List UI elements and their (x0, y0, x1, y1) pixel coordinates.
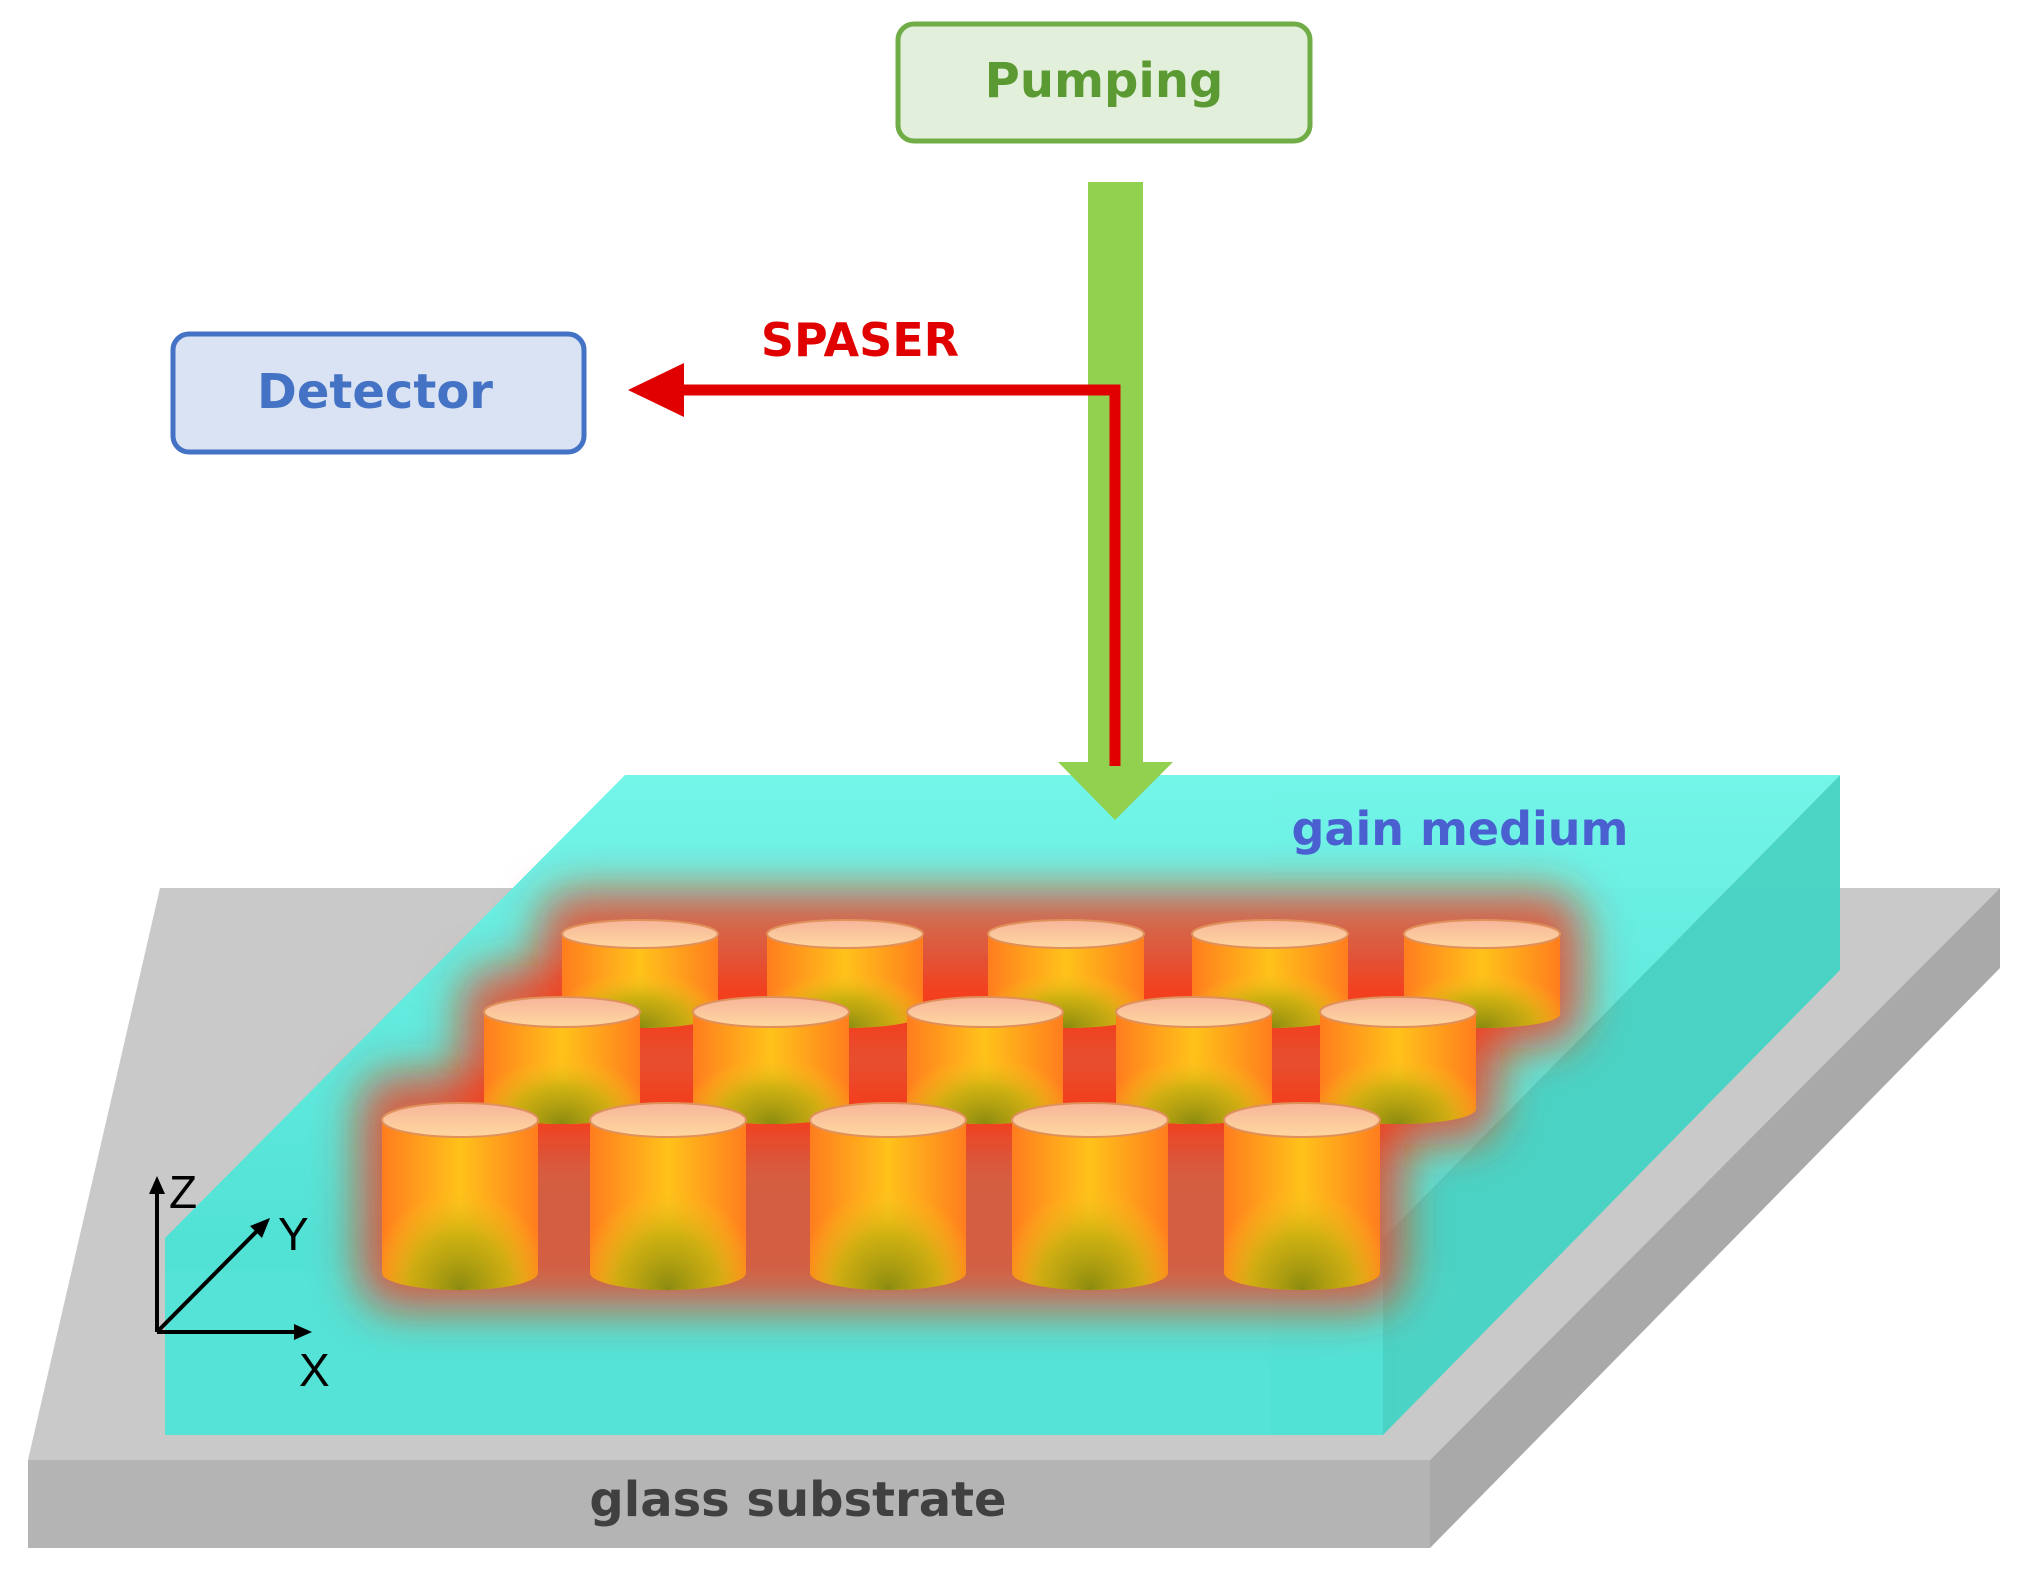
gain-medium-label: gain medium (1291, 802, 1628, 856)
pumping-label: Pumping (985, 53, 1224, 109)
spaser-arrowhead (628, 363, 684, 417)
nanodisk-core (484, 1012, 640, 1124)
nanodisk-top (483, 996, 641, 1028)
coordinate-axes (149, 1176, 312, 1340)
x-axis-arrowhead (294, 1324, 312, 1340)
spaser-beam: SPASER (628, 313, 1121, 766)
nanodisk (1011, 1102, 1169, 1290)
nanodisk-top (1319, 996, 1477, 1028)
y-axis (155, 1228, 260, 1334)
pumping-box: Pumping (895, 21, 1313, 144)
substrate-front-face (28, 1460, 1430, 1548)
y-axis-arrowhead (250, 1218, 270, 1238)
nanodisk-core (1012, 1120, 1168, 1290)
nanodisk-core (1224, 1120, 1380, 1290)
nanodisk (1115, 996, 1273, 1124)
nanodisk-top (766, 919, 924, 949)
z-axis-label: Z (169, 1166, 197, 1218)
glass-substrate-label: glass substrate (589, 1472, 1006, 1528)
nanodisk (483, 996, 641, 1124)
detector-label: Detector (257, 364, 493, 420)
gain-medium-right-face (1383, 775, 1840, 1435)
nanodisk (1223, 1102, 1381, 1290)
nanodisk (809, 1102, 967, 1290)
nanodisk (589, 1102, 747, 1290)
spaser-label: SPASER (761, 313, 959, 367)
nanodisk (906, 996, 1064, 1124)
nanodisk-core (693, 1012, 849, 1124)
nanodisk-core (590, 1120, 746, 1290)
nanodisk-core (810, 1120, 966, 1290)
nanodisk-top (987, 919, 1145, 949)
pumping-arrowhead (1058, 762, 1173, 820)
nanodisk-top (589, 1102, 747, 1138)
nanodisk-top (1115, 996, 1273, 1028)
nanodisk (692, 996, 850, 1124)
nanodisk (1319, 996, 1477, 1124)
nanodisk-top (1223, 1102, 1381, 1138)
nanodisk-top (1191, 919, 1349, 949)
detector-box: Detector (170, 331, 587, 455)
nanodisk-top (1011, 1102, 1169, 1138)
nanodisk-top (561, 919, 719, 949)
y-axis-label: Y (278, 1208, 309, 1260)
nanodisk (381, 1102, 539, 1290)
nanodisk-top (906, 996, 1064, 1028)
nanodisk-top (381, 1102, 539, 1138)
nanodisk-top (809, 1102, 967, 1138)
substrate-right-face (1430, 888, 2000, 1548)
z-axis-arrowhead (149, 1176, 165, 1194)
nanodisk-core (382, 1120, 538, 1290)
x-axis-label: X (299, 1344, 330, 1396)
nanodisk-top (1403, 919, 1561, 949)
nanodisk-core (907, 1012, 1063, 1124)
nanodisk-core (1116, 1012, 1272, 1124)
nanodisk-core (1320, 1012, 1476, 1124)
nanodisk-top (692, 996, 850, 1028)
nanodisk-array (381, 919, 1561, 1290)
